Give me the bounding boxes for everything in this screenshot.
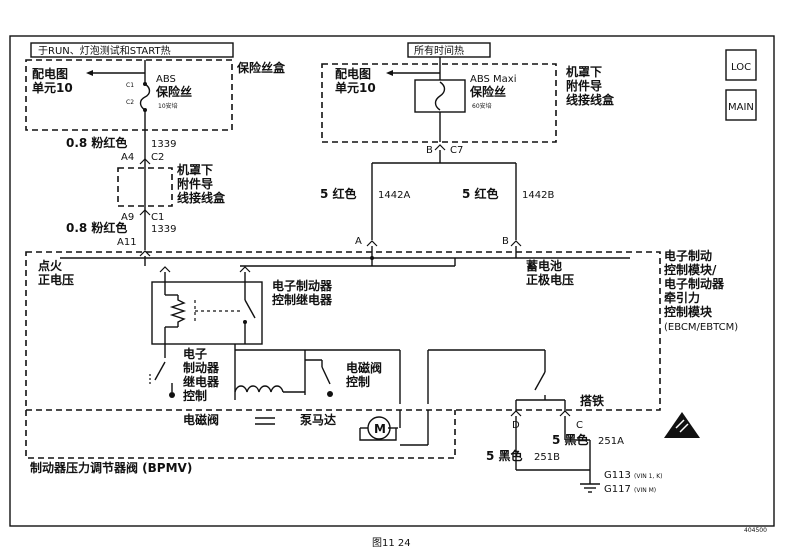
right-b-pin: B <box>426 145 433 156</box>
bpmv-solenoid: 电磁阀 <box>183 412 219 427</box>
gnd-w1-color: 5 黑色 <box>552 432 589 447</box>
left-c1: C1 <box>126 82 134 89</box>
ign-l1: 点火 <box>38 258 63 273</box>
left-a11: A11 <box>117 237 137 248</box>
wire-b-circuit: 1442B <box>522 190 554 201</box>
run-hot-banner: 于RUN、灯泡测试和START热 <box>38 44 171 57</box>
left-box-l1: 机罩下 <box>177 162 213 177</box>
gnd-w2-circuit: 251B <box>534 452 560 463</box>
left-box-l3: 线接线盒 <box>177 190 226 205</box>
pin-a: A <box>355 236 362 247</box>
g117-note: (VIN M) <box>634 487 656 494</box>
left-fuse-rating: 10安培 <box>158 102 178 110</box>
left-fuse-symbol <box>139 83 151 111</box>
relay-coil <box>169 295 187 327</box>
left-abs: ABS <box>156 74 176 85</box>
left-a9: A9 <box>121 212 134 223</box>
left-circuit-bot: 1339 <box>151 224 176 235</box>
loc-badge <box>725 49 757 81</box>
relay-l1: 电子制动器 <box>272 278 333 293</box>
wire-b-color: 5 红色 <box>462 186 499 201</box>
sol-ctrl-l2: 控制 <box>346 374 370 389</box>
loc-badge-text: LOC <box>731 62 751 73</box>
ign-l2: 正电压 <box>38 272 74 287</box>
bpmv-pump-motor: 泵马达 <box>300 412 336 427</box>
right-box-l2: 附件导 <box>566 78 602 93</box>
left-a4: A4 <box>121 152 134 163</box>
module-name-l1: 电子制动 <box>664 248 712 263</box>
bpmv-box <box>25 410 456 459</box>
left-circuit-top: 1339 <box>151 139 176 150</box>
outer-frame <box>9 35 775 527</box>
maxi-fuse-symbol <box>434 81 446 111</box>
always-hot-banner: 所有时间热 <box>414 44 464 57</box>
main-badge-text: MAIN <box>728 102 754 113</box>
bpmv-name: 制动器压力调节器阀 (BPMV) <box>30 460 192 475</box>
right-fuse-rating: 60安培 <box>472 102 492 110</box>
bat-l1: 蓄电池 <box>526 258 562 273</box>
right-fuse-label: 保险丝 <box>469 84 506 99</box>
right-fuse-box <box>321 63 557 143</box>
left-c2: C2 <box>126 99 134 106</box>
left-wire-bot: 0.8 粉红色 <box>66 220 127 235</box>
pin-c: C <box>576 420 583 431</box>
solenoid-coil <box>234 385 284 393</box>
bat-l2: 正极电压 <box>526 272 574 287</box>
gnd-w1-circuit: 251A <box>598 436 624 447</box>
left-box-l2: 附件导 <box>177 176 213 191</box>
gnd-w2-color: 5 黑色 <box>486 448 523 463</box>
module-name-l6: (EBCM/EBTCM) <box>664 322 738 333</box>
ebcm-module-box <box>25 251 661 411</box>
relay-ctrl-switch <box>154 361 166 381</box>
right-box-l1: 机罩下 <box>566 64 602 79</box>
right-abs: ABS Maxi <box>470 74 517 85</box>
pump-switch <box>534 371 546 391</box>
g117: G117 <box>604 484 631 495</box>
ctrl-l3: 继电器 <box>183 374 220 389</box>
module-name-l3: 电子制动器 <box>664 276 725 291</box>
right-cell: 单元10 <box>335 80 376 95</box>
wire-a-color: 5 红色 <box>320 186 357 201</box>
sol-ctrl-ground <box>327 391 333 397</box>
ctrl-l1: 电子 <box>183 346 207 361</box>
motor-label: M <box>374 422 386 436</box>
pin-b: B <box>502 236 509 247</box>
figure-code: 404500 <box>744 527 767 534</box>
sol-ctrl-switch <box>321 366 331 385</box>
module-name-l2: 控制模块/ <box>664 262 717 277</box>
relay-ctrl-ground <box>169 392 175 398</box>
module-name-l5: 控制模块 <box>664 304 713 319</box>
module-name-l4: 牵引力 <box>664 290 700 305</box>
figure-caption: 图11 24 <box>372 537 411 549</box>
relay-box <box>151 281 263 345</box>
relay-l2: 控制继电器 <box>272 292 333 307</box>
right-c7: C7 <box>450 145 463 156</box>
run-hot-banner-box <box>30 42 234 58</box>
left-fuse-label: 保险丝 <box>155 84 192 99</box>
left-underhood-box <box>117 167 173 207</box>
g113-note: (VIN 1, K) <box>634 473 663 480</box>
left-fuse-box-label: 保险丝盒 <box>236 60 286 75</box>
left-fuse-box <box>25 59 233 131</box>
ctrl-l4: 控制 <box>183 388 207 403</box>
ctrl-l2: 制动器 <box>183 360 220 375</box>
module-ground: 搭铁 <box>580 393 604 408</box>
right-box-l3: 线接线盒 <box>566 92 615 107</box>
sol-ctrl-l1: 电磁阀 <box>346 360 382 375</box>
left-wire-top: 0.8 粉红色 <box>66 135 127 150</box>
left-cell: 单元10 <box>32 80 73 95</box>
relay-switch-blade <box>244 299 256 319</box>
right-power-dist: 配电图 <box>335 66 371 81</box>
ground-symbol <box>580 483 600 493</box>
main-badge <box>725 89 757 121</box>
left-power-dist: 配电图 <box>32 66 68 81</box>
always-hot-banner-box <box>407 42 491 58</box>
wire-a-circuit: 1442A <box>378 190 410 201</box>
g113: G113 <box>604 470 631 481</box>
left-c2-conn: C2 <box>151 152 164 163</box>
left-c1-conn: C1 <box>151 212 164 223</box>
esd-warning-icon <box>664 412 700 438</box>
